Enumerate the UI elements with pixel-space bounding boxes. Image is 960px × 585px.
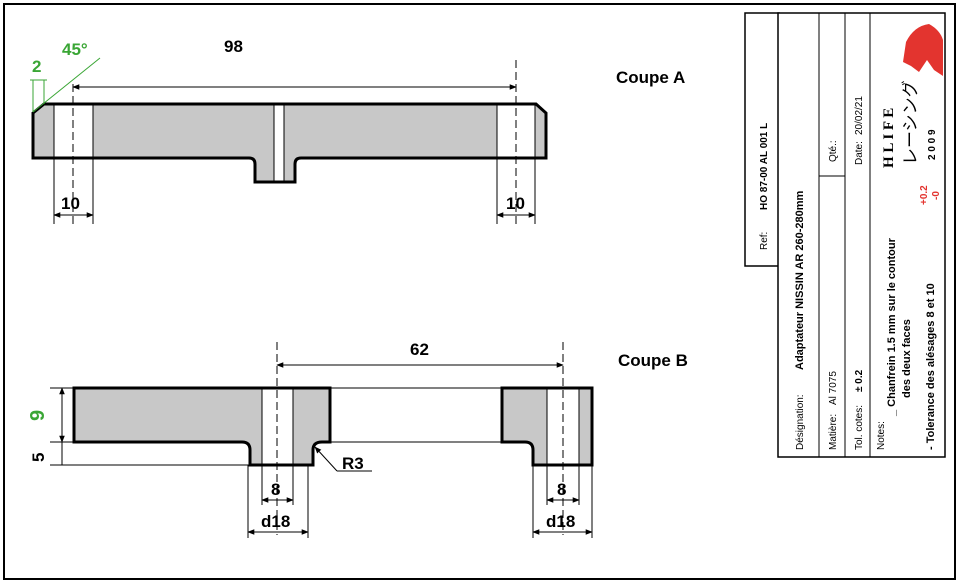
ref-cell (744, 12, 780, 267)
qty-label: Qté.: (828, 140, 839, 162)
section-a: 98 2 45° 10 10 Coupe A (30, 37, 685, 225)
section-a-dim-45-text: 45° (62, 40, 88, 59)
logo-year: 2 0 0 9 (927, 129, 938, 160)
section-a-center-bore (273, 104, 285, 182)
designation-label: Désignation: (795, 394, 806, 450)
logo-katakana: レーシング (901, 80, 920, 165)
section-b-dim-8-right-text: 8 (557, 480, 566, 499)
section-b-dim-d18-right-text: d18 (546, 512, 575, 531)
tol-minus: -0 (931, 191, 942, 200)
section-b-dim-9-text: 9 (27, 410, 49, 421)
section-a-profile (31, 102, 548, 184)
tol-label: Tol. cotes: (854, 405, 865, 450)
section-b-dim-62-text: 62 (410, 340, 429, 359)
tol-plus: +0.2 (919, 185, 930, 205)
logo-red-mark-icon (903, 24, 943, 76)
section-b-r3-text: R3 (342, 454, 364, 473)
drawing-border (3, 3, 956, 580)
section-b: 62 9 5 R3 8 d18 8 d18 Coupe B (27, 340, 688, 538)
company-logo: H L I F E レーシング 2 0 0 9 (881, 24, 943, 168)
section-b-dim-5-text: 5 (29, 453, 48, 462)
ref-value: HO 87-00 AL 001 L (759, 123, 770, 210)
ref-label: Ref: (759, 232, 770, 250)
date-label: Date: (854, 141, 865, 165)
material-value: Al 7075 (828, 371, 839, 405)
section-a-dim-2-text: 2 (32, 57, 41, 76)
section-a-dim-98-text: 98 (224, 37, 243, 56)
logo-letters: H L I F E (881, 108, 897, 168)
designation-value: Adaptateur NISSIN AR 260-280mm (794, 190, 806, 370)
section-a-title: Coupe A (616, 68, 685, 87)
section-b-r3-leader (314, 446, 338, 472)
section-a-dim-10-right-text: 10 (506, 194, 525, 213)
section-b-dim-d18-left-text: d18 (261, 512, 290, 531)
section-b-title: Coupe B (618, 351, 688, 370)
material-label: Matière: (828, 414, 839, 450)
note-line-3: - Tolerance des alésages 8 et 10 (925, 283, 937, 450)
title-block-frame (777, 12, 946, 458)
date-value: 20/02/21 (854, 96, 865, 135)
notes-label: Notes: (876, 421, 887, 450)
title-block: Ref: HO 87-00 AL 001 L Désignation: Adap… (744, 12, 946, 458)
note-line-2: des deux faces (901, 319, 913, 398)
tol-value: ± 0.2 (854, 369, 865, 392)
section-a-dim-10-left-text: 10 (61, 194, 80, 213)
note-line-1: _ Chanfrein 1.5 mm sur le contour (886, 237, 898, 417)
section-b-dim-8-left-text: 8 (271, 480, 280, 499)
